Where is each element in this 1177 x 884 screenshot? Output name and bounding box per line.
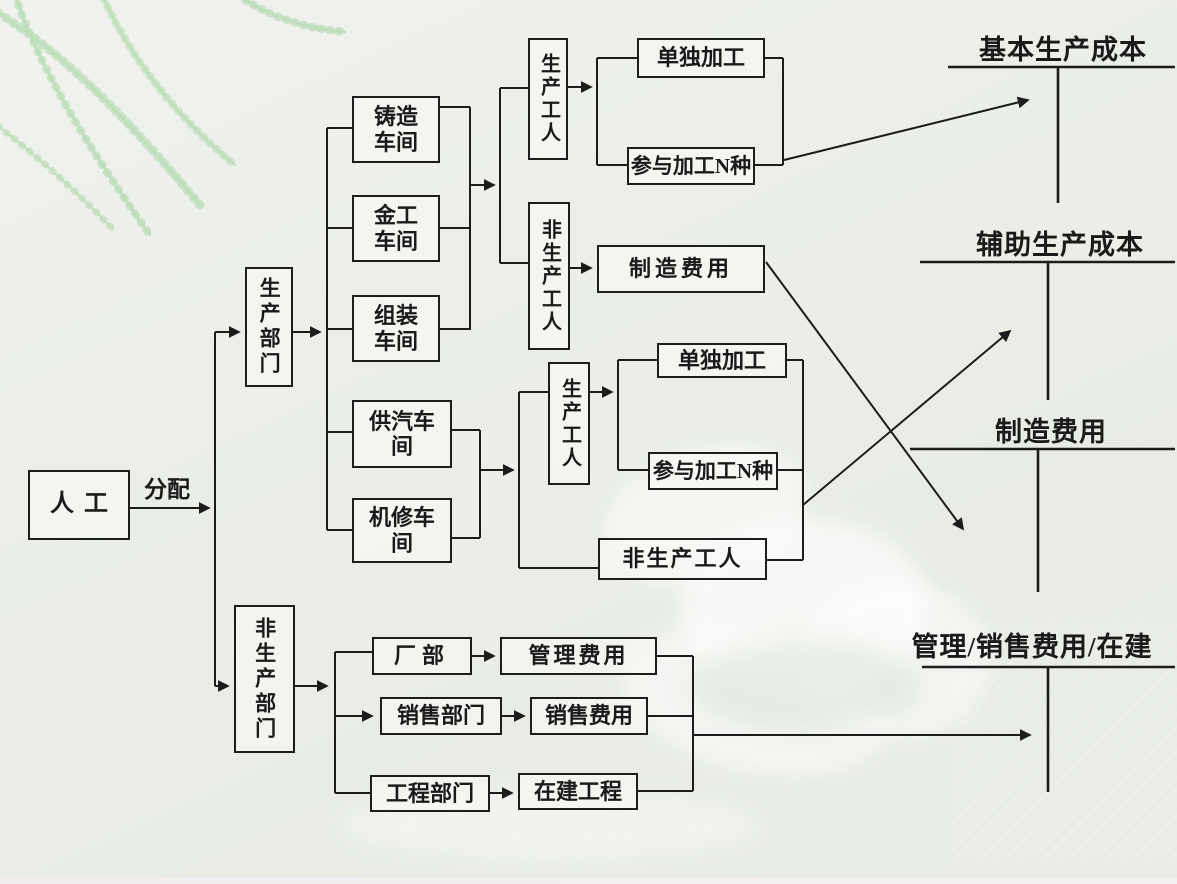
t-account-auxiliary-production-cost-title: 辅助生产成本 bbox=[976, 230, 1144, 260]
production-workers-box-2: 生产工人 bbox=[548, 362, 590, 485]
t-account-admin-sales-construction-title: 管理/销售费用/在建 bbox=[911, 632, 1153, 662]
t-account-basic-production-cost-title: 基本生产成本 bbox=[979, 35, 1147, 65]
manufacturing-overhead-box: 制造费用 bbox=[597, 245, 765, 293]
arrow-to-overhead-account bbox=[765, 261, 965, 531]
t-account-basic-lines bbox=[948, 65, 1175, 203]
individual-processing-box-1: 单独加工 bbox=[637, 38, 765, 78]
steam-workshop-box: 供汽车 间 bbox=[352, 400, 452, 468]
nonproduction-dept-box: 非生产部门 bbox=[234, 605, 295, 753]
t-account-overhead-lines bbox=[910, 447, 1175, 592]
casting-workshop-box: 铸造 车间 bbox=[352, 96, 440, 163]
production-workers-box-1: 生产工人 bbox=[528, 38, 568, 160]
repair-workshop-box: 机修车 间 bbox=[352, 498, 452, 563]
arrow-to-basic-cost bbox=[783, 96, 1030, 161]
slide-bottom-edge bbox=[0, 878, 1177, 884]
allocate-label: 分配 bbox=[144, 477, 190, 502]
sales-expense-box: 销售费用 bbox=[530, 697, 648, 735]
construction-box: 在建工程 bbox=[518, 773, 638, 810]
joint-processing-box-2: 参与加工N种 bbox=[648, 452, 778, 490]
sales-dept-box: 销售部门 bbox=[380, 697, 502, 735]
t-account-auxiliary-lines bbox=[920, 260, 1175, 400]
admin-expense-box: 管理费用 bbox=[500, 637, 657, 675]
assembly-workshop-box: 组装 车间 bbox=[352, 295, 440, 362]
t-account-manufacturing-overhead-title: 制造费用 bbox=[995, 417, 1107, 447]
nonproduction-workers-box-1: 非生产工人 bbox=[528, 202, 570, 350]
t-account-admin-lines bbox=[922, 665, 1175, 792]
labor-box: 人工 bbox=[28, 470, 130, 540]
metalwork-workshop-box: 金工 车间 bbox=[352, 195, 440, 262]
joint-processing-box-1: 参与加工N种 bbox=[627, 147, 755, 185]
engineering-dept-box: 工程部门 bbox=[370, 775, 490, 812]
factory-hq-box: 厂部 bbox=[372, 637, 472, 675]
production-dept-box: 生产部门 bbox=[245, 267, 293, 387]
individual-processing-box-2: 单独加工 bbox=[657, 343, 787, 378]
nonproduction-workers-box-2: 非生产工人 bbox=[598, 538, 767, 580]
arrow-to-auxiliary-cost bbox=[802, 329, 1012, 506]
